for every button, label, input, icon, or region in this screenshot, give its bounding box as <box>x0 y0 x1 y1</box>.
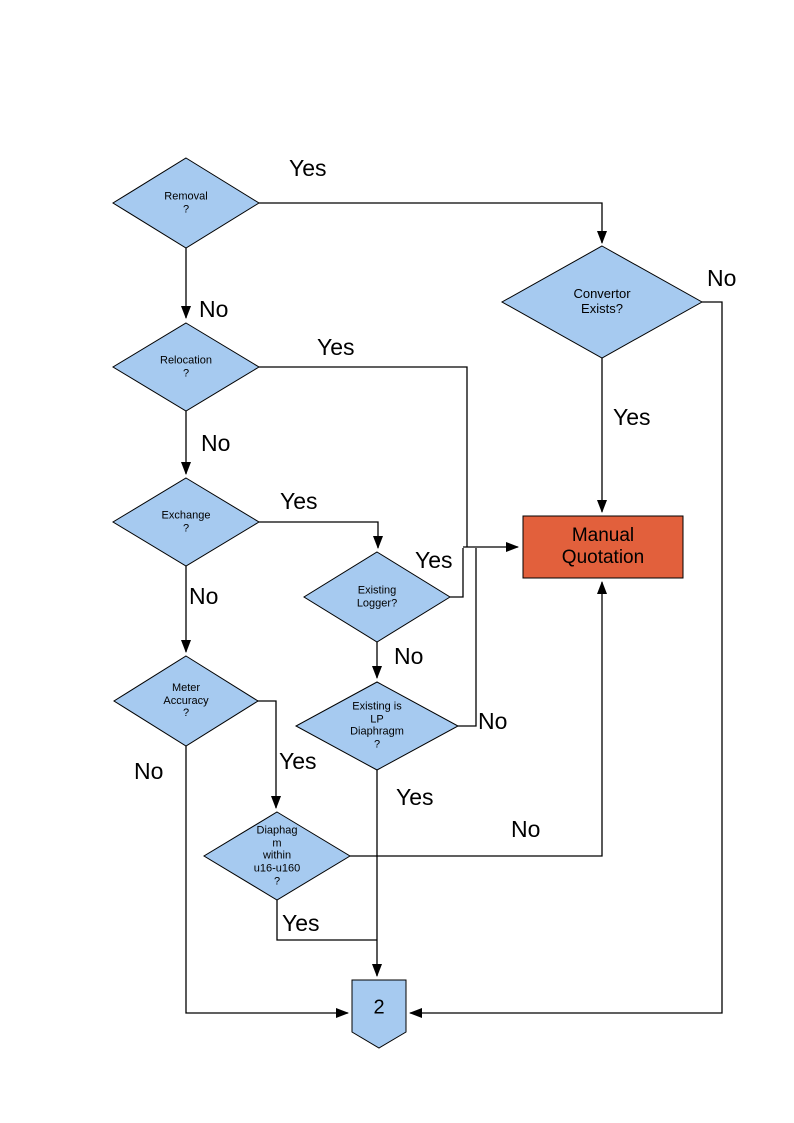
decision-relocation <box>112 322 260 412</box>
edge-diaphragm-no <box>350 581 607 857</box>
decision-removal <box>112 157 260 249</box>
edge-removal-yes <box>259 202 607 244</box>
edge-convertor-no <box>409 301 723 1018</box>
decision-existing-logger <box>303 551 451 643</box>
decision-existing-lp-diaphragm <box>294 681 460 771</box>
edge-existing-lp-no <box>458 548 477 727</box>
edge-meter-accuracy-no <box>185 746 349 1018</box>
edge-existing-logger-yes <box>450 548 464 598</box>
decision-convertor-exists <box>500 245 704 359</box>
decision-exchange <box>112 477 260 567</box>
decision-meter-accuracy <box>113 655 259 747</box>
offpage-connector-2 <box>351 979 407 1049</box>
decision-diaphragm-range <box>203 811 351 901</box>
edge-diaphragm-yes <box>276 900 377 941</box>
edge-exchange-yes <box>259 521 383 549</box>
process-manual-quotation <box>522 515 684 579</box>
edge-meter-accuracy-yes <box>257 700 281 809</box>
edges <box>181 202 723 1018</box>
nodes <box>112 157 704 1049</box>
edge-relocation-yes <box>259 366 468 547</box>
